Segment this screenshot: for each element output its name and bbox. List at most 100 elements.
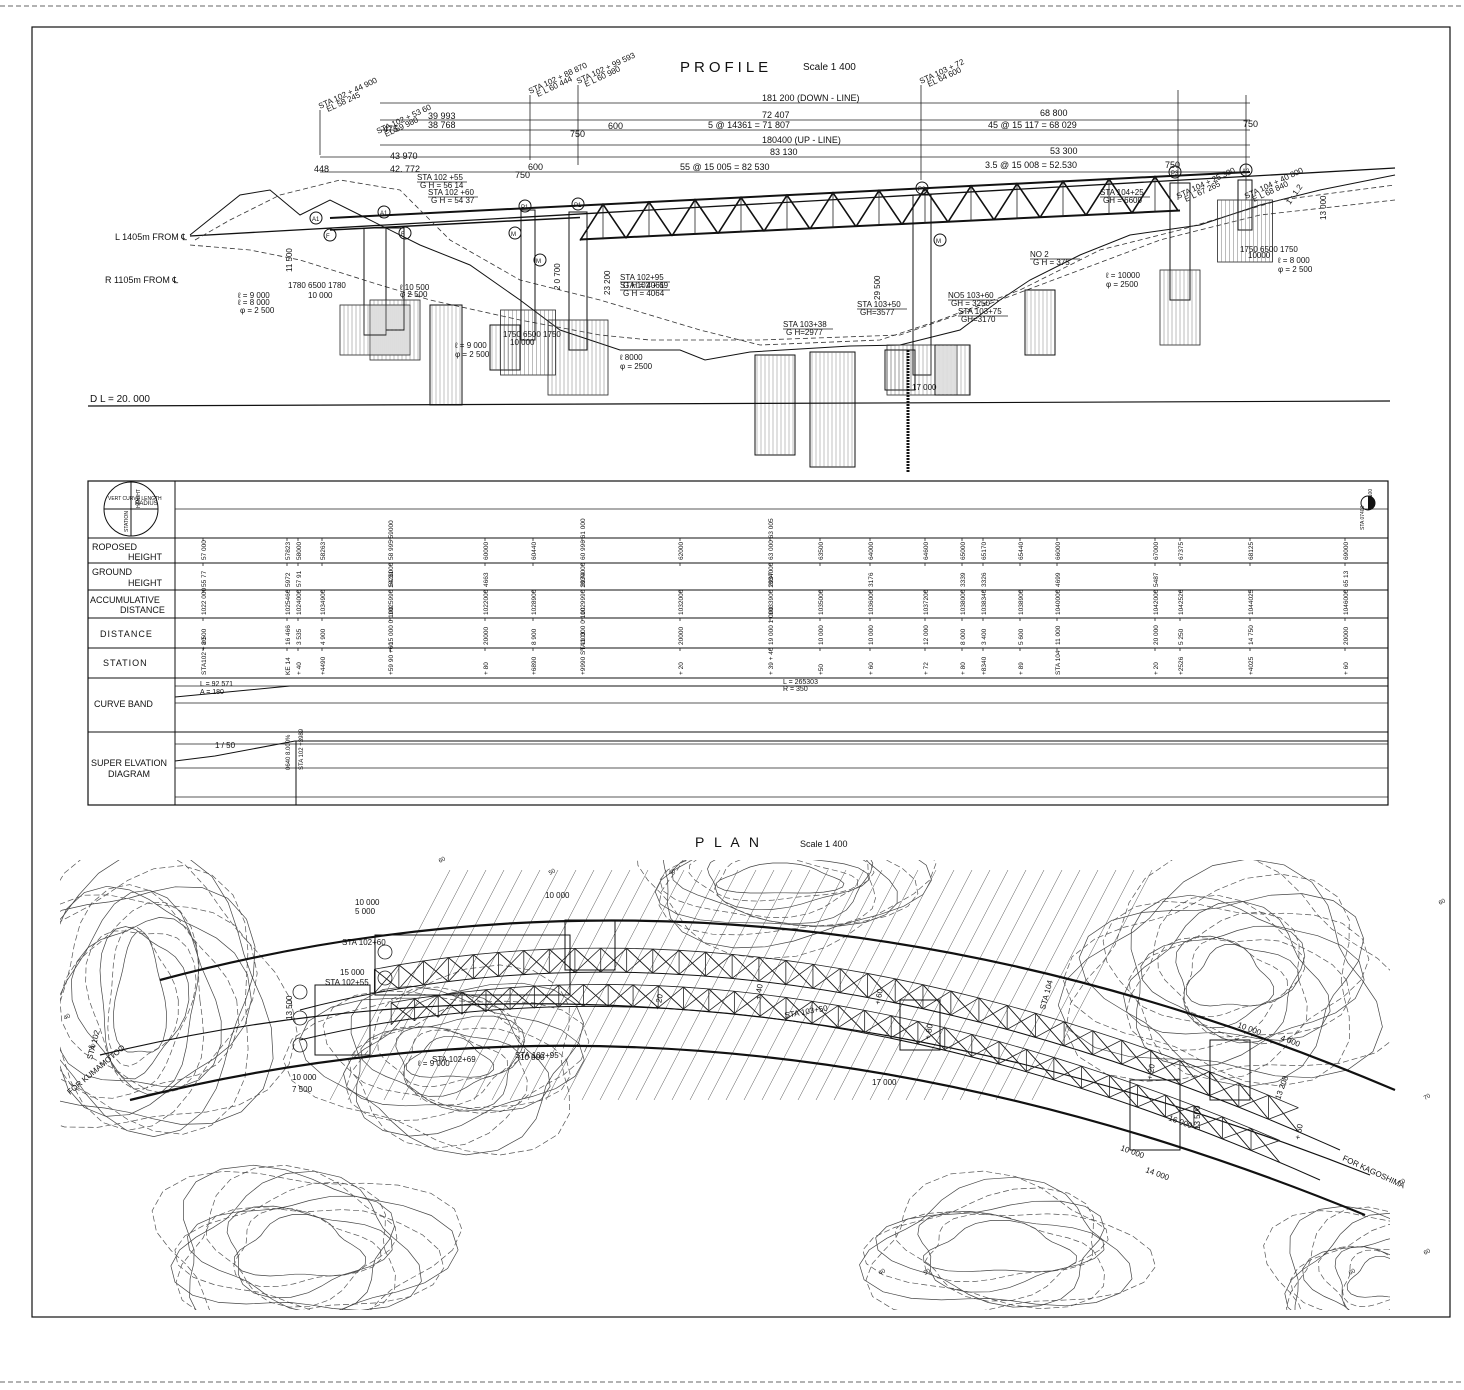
dimension-pile6b: φ = 2 500 [1278, 265, 1313, 274]
truss-bottom-chord [579, 209, 1181, 241]
cell-gh: 5487 [1153, 572, 1160, 587]
truss-panel-chord [734, 990, 761, 995]
truss-panel-chord [922, 984, 951, 992]
row-label-ground-2: HEIGHT [128, 578, 163, 588]
row-label-ground: GROUND [92, 567, 132, 577]
truss-panel-diagonal [1250, 1140, 1280, 1151]
cell-gh: 54 31 [388, 570, 395, 587]
cell-ad: 1042000 [1153, 589, 1160, 615]
truss-panel-chord [498, 950, 524, 953]
row-label-distance: DISTANCE [100, 629, 153, 639]
cell-d: 10 000 [868, 625, 875, 645]
contour-line [60, 884, 240, 1099]
slope-hatch [959, 869, 1081, 1101]
plan-label: + 80 [923, 1023, 935, 1041]
profile-title: PROFILE [680, 59, 772, 76]
cell-ph: 67375 [1178, 542, 1185, 560]
cell-ad: 1024000 [296, 589, 303, 615]
cell-st: +9990 STA103 [580, 632, 587, 675]
cell-ad: 1038340 [981, 589, 988, 615]
truss-panel-diagonal [1035, 1021, 1065, 1038]
truss-panel-chord [1222, 1116, 1252, 1129]
contour-line [1182, 938, 1288, 1018]
ground-height-callout: G H = 54 37 [431, 196, 475, 205]
caisson [754, 354, 796, 456]
dimension-d53300: 53 300 [1050, 146, 1078, 156]
truss-panel-chord [998, 1041, 1027, 1050]
truss-panel-chord [812, 963, 841, 969]
contour-group [60, 860, 1390, 1310]
cell-d: 12 000 [923, 625, 930, 645]
plan-label: 7 500 [292, 1085, 313, 1094]
caisson [934, 344, 971, 396]
cell-d: 11 000 0 100 [580, 607, 587, 645]
cell-ad: 1046000 [1343, 589, 1350, 615]
plan-label: + 60 [873, 988, 885, 1006]
slope-hatch [599, 869, 721, 1101]
plan-label: 10 000 [292, 1073, 317, 1082]
pier-label: M [936, 239, 941, 245]
row-label-proposed: ROPOSED [92, 542, 138, 552]
dimension-f1b: 10 000 [308, 291, 333, 300]
truss-panel-diagonal [867, 978, 896, 998]
cell-d: 4 900 [320, 628, 327, 645]
pier-label: M [536, 259, 541, 265]
cell-gh: 57 91 [296, 570, 303, 587]
cell-st: + 60 [868, 662, 875, 675]
truss-panel-chord [658, 985, 684, 988]
plan-label: 15 000 [340, 968, 365, 977]
cell-ph: 65000 [960, 542, 967, 560]
truss-panel-chord [633, 984, 659, 987]
cell-ph: 64000 [868, 542, 875, 560]
foundation-outline [899, 999, 941, 1051]
cell-st: + 60 [1343, 662, 1350, 675]
truss-panel-chord [1007, 1004, 1036, 1014]
dimension-d83130: 83 130 [770, 147, 798, 157]
slope-hatch [383, 869, 505, 1101]
contour-line [402, 1029, 508, 1087]
foundation-outline [374, 934, 571, 996]
plan-label: 13 208 [1273, 1074, 1290, 1101]
truss-panel-chord [732, 953, 759, 958]
end-station-height: 8100 [1368, 489, 1374, 500]
station-callout: STA 102 +55 [417, 173, 463, 182]
foundation-outline [1129, 1079, 1181, 1151]
cell-ad: 1037200 [923, 589, 930, 615]
cell-gh: 5972 [285, 572, 292, 587]
station-callout: STA 103+38 [783, 320, 827, 329]
cell-d: 5 600 [1018, 628, 1025, 645]
contour-line [1346, 1255, 1390, 1298]
slope-hatch [473, 869, 595, 1101]
dimension-pile3b: φ = 2 500 [455, 350, 490, 359]
truss-panel-diagonal [708, 990, 735, 1012]
curve-length: L = 265303 [783, 679, 818, 686]
dimension-d475: 475 [383, 124, 398, 134]
cell-st: +4025 [1248, 656, 1255, 675]
cell-gh: 2997 [768, 572, 775, 587]
truss-panel-chord [950, 990, 980, 999]
truss-panel-diagonal [626, 948, 654, 973]
cell-ph: 65170 [981, 542, 988, 560]
contour-line [1289, 1205, 1390, 1310]
truss-panel-chord [867, 973, 896, 980]
contour-line [60, 885, 252, 1117]
truss-panel-diagonal [950, 997, 980, 1016]
ground-line-centre [189, 174, 1396, 361]
truss-panel-chord [1268, 1094, 1299, 1109]
row-label-accum-2: DISTANCE [120, 605, 165, 615]
truss-panel-chord [510, 985, 535, 989]
truss-panel-chord [785, 997, 813, 1002]
plan-label: + 20 [653, 993, 665, 1011]
contour-line [234, 1214, 366, 1277]
contour-line [1157, 936, 1306, 1038]
contour-line [60, 901, 205, 1094]
truss-panel-diagonal [734, 993, 761, 1014]
cell-st: + 80 [960, 662, 967, 675]
pier-label-circle [309, 211, 323, 225]
truss-panel-diagonal [1193, 1116, 1223, 1129]
truss-panel-diagonal [1121, 1049, 1151, 1065]
contour-line [1062, 873, 1350, 1087]
